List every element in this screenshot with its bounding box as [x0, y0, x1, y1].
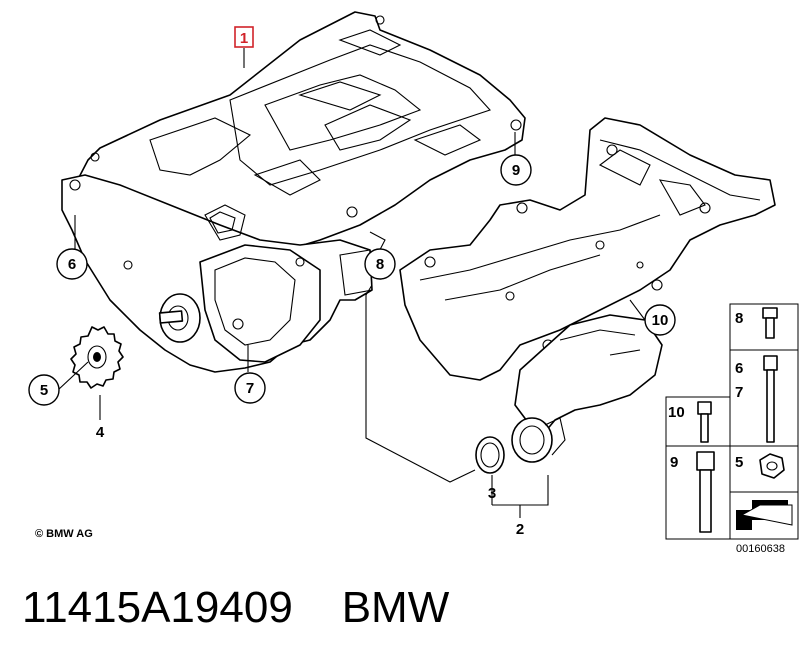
- bolt-10-icon: [697, 401, 712, 443]
- legend-label-5: 5: [735, 454, 743, 471]
- legend-label-7: 7: [735, 384, 743, 401]
- callout-10: 10: [644, 304, 676, 336]
- svg-text:9: 9: [512, 162, 520, 179]
- long-bolt-icon: [763, 355, 778, 443]
- callout-9: 9: [500, 154, 532, 186]
- o-ring: [475, 436, 505, 474]
- callout-4: 4: [96, 424, 105, 441]
- legend-label-8: 8: [735, 310, 743, 327]
- part-caption: 11415A19409 BMW: [22, 583, 449, 633]
- brand-name: BMW: [341, 583, 450, 632]
- legend-label-9: 9: [670, 454, 678, 471]
- fastener-legend: 8 6 7 10 9 5: [665, 303, 799, 555]
- svg-text:1: 1: [240, 30, 248, 47]
- bolt-8-icon: [762, 307, 778, 339]
- callout-1: 1: [234, 26, 254, 48]
- svg-text:5: 5: [40, 382, 48, 399]
- svg-text:6: 6: [68, 256, 76, 273]
- svg-text:7: 7: [246, 380, 254, 397]
- svg-text:3: 3: [488, 485, 496, 502]
- copyright-text: © BMW AG: [35, 528, 93, 540]
- part-number: 11415A19409: [22, 583, 293, 632]
- stud-9-icon: [696, 451, 715, 533]
- oil-pump-housing: [61, 11, 526, 373]
- nut-5-icon: [759, 453, 785, 479]
- pipe-seal: [511, 417, 566, 463]
- svg-text:2: 2: [516, 521, 524, 538]
- drawing-number: 00160638: [736, 543, 785, 555]
- callout-8: 8: [364, 248, 396, 280]
- svg-text:4: 4: [96, 424, 105, 441]
- leader-lines: [57, 48, 646, 518]
- svg-text:8: 8: [376, 256, 384, 273]
- parts-diagram: 1 9 6 8 10 5 7 4 3 2 © BMW AG 8: [28, 11, 799, 555]
- sprocket: [70, 326, 124, 389]
- direction-arrow-icon: [736, 500, 793, 530]
- legend-label-6: 6: [735, 360, 743, 377]
- callout-6: 6: [56, 248, 88, 280]
- suction-pipe-bracket: [399, 117, 776, 433]
- callout-5: 5: [28, 374, 60, 406]
- callout-3: 3: [488, 485, 496, 502]
- callout-2: 2: [516, 521, 524, 538]
- callout-7: 7: [234, 372, 266, 404]
- svg-text:10: 10: [652, 312, 669, 329]
- legend-label-10: 10: [668, 404, 685, 421]
